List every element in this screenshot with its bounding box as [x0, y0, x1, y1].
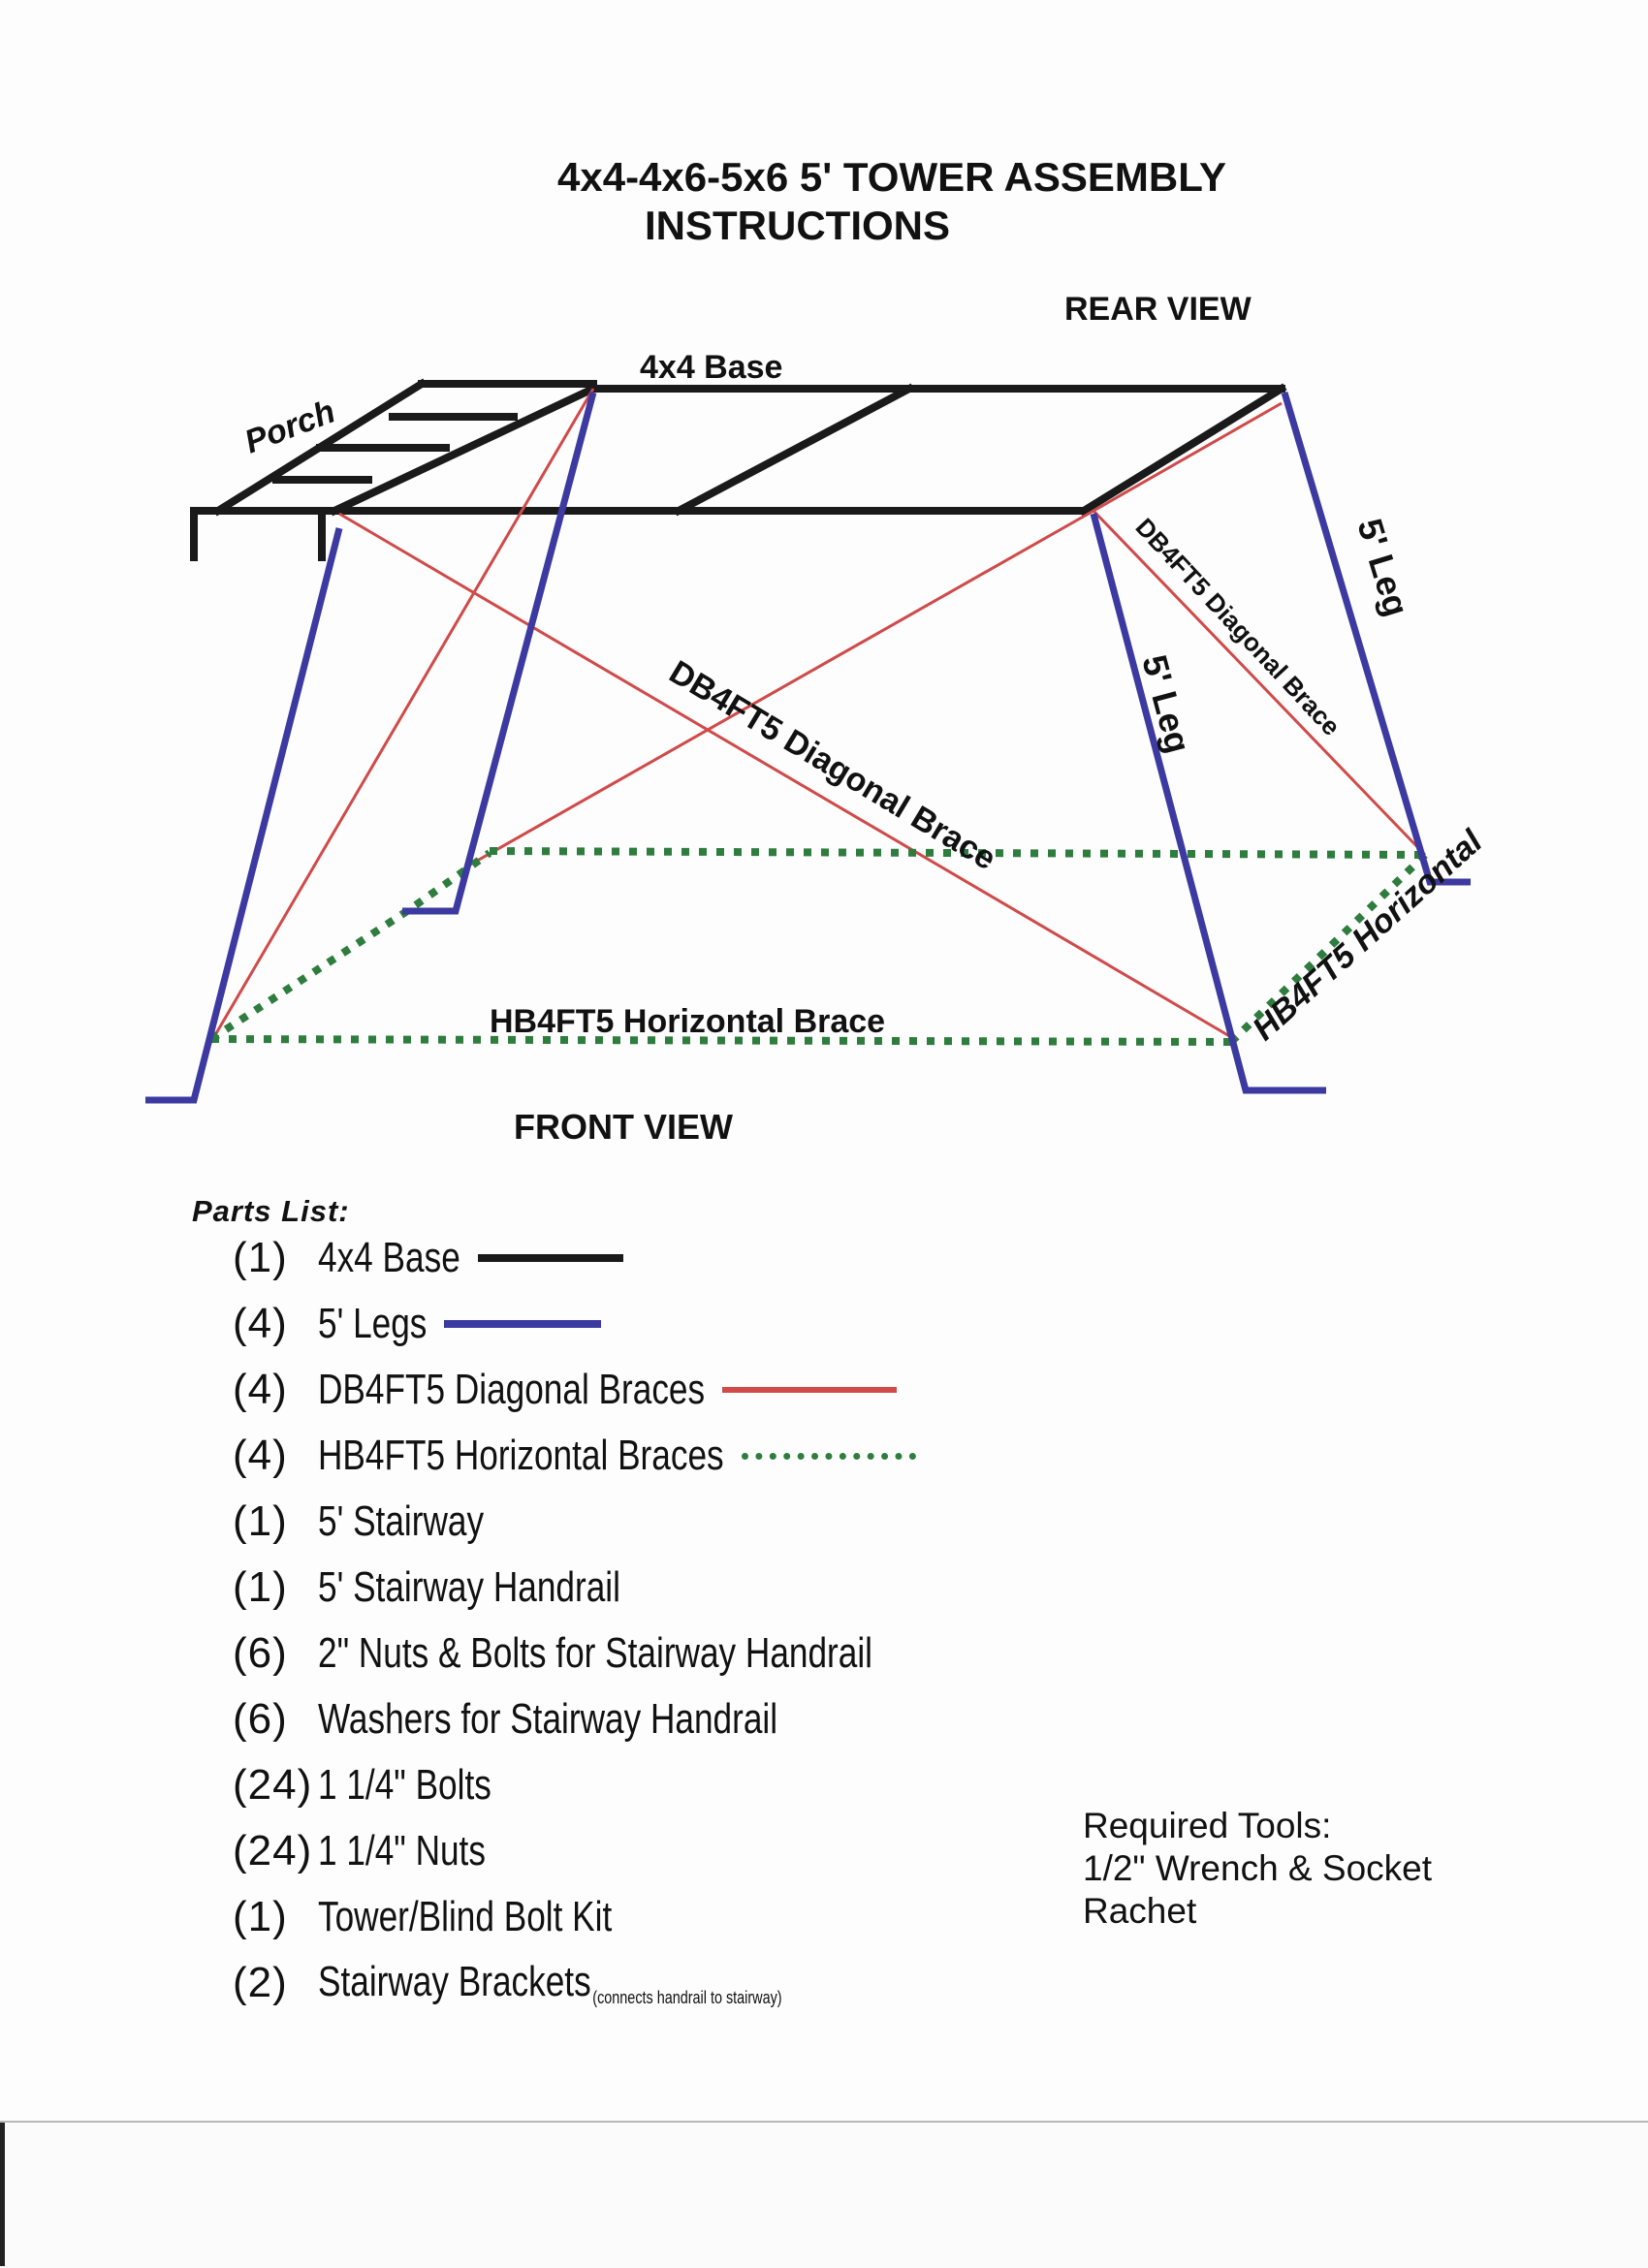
- base-cross-member: [673, 383, 915, 517]
- base-label: 4x4 Base: [640, 349, 782, 386]
- part-name-text: 5' Legs: [318, 1300, 428, 1347]
- part-color-swatch: [477, 1254, 623, 1262]
- scan-page-edge: [0, 2121, 1648, 2268]
- parts-list-item: (1) 5' Stairway: [233, 1489, 1011, 1555]
- base-right-edge: [1078, 383, 1287, 517]
- diagonal-brace-right-rear: [1093, 401, 1283, 513]
- part-name-text: Washers for Stairway Handrail: [318, 1695, 778, 1743]
- rear-view-label: REAR VIEW: [1064, 291, 1252, 328]
- part-name: Washers for Stairway Handrail: [318, 1695, 777, 1744]
- tools-heading: Required Tools:: [1083, 1806, 1332, 1845]
- part-color-swatch: [741, 1452, 916, 1460]
- parts-list-item: (24)1 1/4" Bolts: [233, 1752, 1011, 1818]
- part-name: 5' Stairway: [318, 1497, 484, 1546]
- part-name: 1 1/4" Nuts: [318, 1827, 486, 1875]
- part-quantity: (6): [233, 1695, 288, 1743]
- parts-list-item: (2) Stairway Brackets(connects handrail t…: [233, 1950, 1011, 2016]
- part-name-text: HB4FT5 Horizontal Braces: [318, 1432, 724, 1479]
- tower-assembly-diagram: REAR VIEW FRONT VIEW 4x4 Base Porch 5' L…: [145, 291, 1491, 1147]
- base-frame: [190, 378, 1287, 561]
- part-name: 5' Legs: [318, 1300, 427, 1348]
- parts-list-item: (24)1 1/4" Nuts: [233, 1818, 1011, 1884]
- part-name: Stairway Brackets(connects handrail to s…: [318, 1958, 782, 2008]
- part-quantity: (4): [233, 1366, 288, 1413]
- diagonal-main-label: DB4FT5 Diagonal Brace: [663, 653, 1002, 877]
- leg-front-right: [1090, 513, 1326, 1094]
- title-line-1: 4x4-4x6-5x6 5' TOWER ASSEMBLY: [557, 154, 1227, 200]
- part-name: HB4FT5 Horizontal Braces: [318, 1432, 724, 1480]
- part-name-text: 5' Stairway: [318, 1497, 485, 1545]
- part-quantity: (1): [233, 1234, 288, 1281]
- part-name-text: 1 1/4" Bolts: [318, 1761, 491, 1809]
- part-name-text: Stairway Brackets: [318, 1958, 591, 2005]
- part-color-swatch: [722, 1387, 898, 1393]
- part-name-text: 5' Stairway Handrail: [318, 1563, 620, 1611]
- part-name: Tower/Blind Bolt Kit: [318, 1893, 612, 1941]
- horizontal-brace-front: [210, 1035, 1232, 1046]
- part-name-text: 2" Nuts & Bolts for Stairway Handrail: [318, 1629, 872, 1677]
- parts-list-heading: Parts List:: [192, 1194, 350, 1228]
- parts-list-item: (6) Washers for Stairway Handrail: [233, 1686, 1011, 1752]
- part-quantity: (2): [233, 1959, 288, 2006]
- part-quantity: (6): [233, 1629, 288, 1677]
- part-name: DB4FT5 Diagonal Braces: [318, 1366, 705, 1414]
- part-name: 4x4 Base: [318, 1234, 460, 1282]
- part-color-swatch: [444, 1320, 602, 1328]
- parts-list-item: (4) 5' Legs: [233, 1291, 1011, 1357]
- parts-list: (1) 4x4 Base (4) 5' Legs (4) DB4FT5 Diagonal …: [233, 1225, 1011, 2016]
- page-title: 4x4-4x6-5x6 5' TOWER ASSEMBLY INSTRUCTIO…: [557, 153, 1226, 250]
- leg-rear-left: [402, 392, 597, 915]
- parts-list-item: (4) DB4FT5 Diagonal Braces: [233, 1357, 1011, 1423]
- scan-left-border: [0, 2123, 5, 2266]
- parts-list-item: (1) Tower/Blind Bolt Kit: [233, 1884, 1011, 1950]
- parts-list-item: (6) 2" Nuts & Bolts for Stairway Handrail: [233, 1621, 1011, 1686]
- tools-line-2: Rachet: [1083, 1891, 1197, 1931]
- diagonal-brace-front-b: [464, 509, 1094, 869]
- porch-left-edge: [212, 378, 428, 517]
- leg-rear-right: [1281, 392, 1471, 886]
- part-quantity: (4): [233, 1300, 288, 1347]
- part-quantity: (4): [233, 1432, 288, 1479]
- part-name-text: 4x4 Base: [318, 1234, 460, 1281]
- part-quantity: (24): [233, 1827, 313, 1874]
- legs: [145, 392, 1471, 1104]
- leg-right-rear-label: 5' Leg: [1349, 514, 1416, 620]
- title-line-2: INSTRUCTIONS: [645, 203, 950, 248]
- parts-list-item: (1) 4x4 Base: [233, 1225, 1011, 1291]
- diagonal-braces: [204, 388, 1427, 1053]
- part-name-text: DB4FT5 Diagonal Braces: [318, 1366, 706, 1413]
- part-quantity: (24): [233, 1761, 313, 1809]
- horizontal-front-label: HB4FT5 Horizontal Brace: [490, 1003, 885, 1040]
- part-name-text: 1 1/4" Nuts: [318, 1827, 486, 1874]
- diagonal-brace-left: [204, 388, 595, 1053]
- front-view-label: FRONT VIEW: [514, 1107, 733, 1147]
- parts-list-item: (1) 5' Stairway Handrail: [233, 1555, 1011, 1621]
- part-quantity: (1): [233, 1893, 288, 1940]
- part-quantity: (1): [233, 1563, 288, 1611]
- base-left-edge: [329, 383, 599, 517]
- tools-line-1: 1/2" Wrench & Socket: [1083, 1848, 1433, 1888]
- part-name: 1 1/4" Bolts: [318, 1761, 491, 1810]
- part-name-text: Tower/Blind Bolt Kit: [318, 1893, 613, 1940]
- leg-front-left: [145, 527, 343, 1104]
- part-note: (connects handrail to stairway): [592, 1988, 782, 2007]
- required-tools: Required Tools: 1/2" Wrench & Socket Rac…: [1083, 1805, 1432, 1933]
- part-name: 5' Stairway Handrail: [318, 1563, 620, 1612]
- diagonal-brace-right: [1092, 509, 1427, 857]
- part-quantity: (1): [233, 1497, 288, 1545]
- diagonal-brace-front-a: [338, 512, 1232, 1039]
- parts-list-item: (4) HB4FT5 Horizontal Braces: [233, 1423, 1011, 1489]
- part-name: 2" Nuts & Bolts for Stairway Handrail: [318, 1629, 872, 1678]
